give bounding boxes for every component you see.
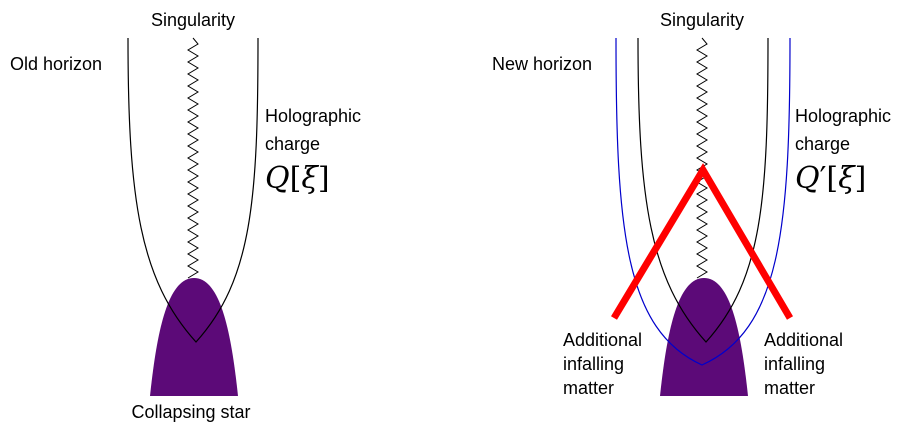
right-charge-open-bracket: [ — [826, 161, 838, 196]
left-charge-label-line1: Holographic — [265, 106, 361, 126]
right-matter-label-line1: Additional — [764, 330, 843, 350]
left-singularity-label: Singularity — [151, 10, 235, 30]
right-charge-label-line2: charge — [795, 134, 850, 154]
right-old-horizon-curve — [637, 37, 769, 343]
right-charge-close-bracket: ] — [855, 161, 867, 196]
left-matter-label-line2: infalling — [563, 354, 624, 374]
right-panel: Singularity New horizon Holographic char… — [492, 10, 891, 398]
left-collapsing-star-label: Collapsing star — [131, 402, 250, 422]
right-matter-label-line3: matter — [764, 378, 815, 398]
left-charge-label-line2: charge — [265, 134, 320, 154]
left-matter-label-line1: Additional — [563, 330, 642, 350]
left-old-horizon-label: Old horizon — [10, 54, 102, 74]
right-charge-label-line1: Holographic — [795, 106, 891, 126]
left-panel: Singularity Old horizon Holographic char… — [10, 10, 361, 422]
left-charge-close-bracket: ] — [318, 161, 330, 196]
left-charge-open-bracket: [ — [290, 161, 302, 196]
left-charge-argument: ξ — [301, 161, 319, 196]
left-collapsing-star — [150, 278, 238, 396]
right-charge-argument: ξ — [838, 161, 856, 196]
left-singularity-zigzag — [187, 37, 199, 279]
left-charge-formula: Q[ξ] — [265, 161, 330, 196]
right-singularity-zigzag — [696, 37, 708, 279]
right-charge-formula: Q′[ξ] — [795, 161, 866, 196]
right-matter-label-line2: infalling — [764, 354, 825, 374]
right-new-horizon-label: New horizon — [492, 54, 592, 74]
left-matter-label-line3: matter — [563, 378, 614, 398]
left-old-horizon-curve — [127, 37, 259, 343]
right-singularity-label: Singularity — [660, 10, 744, 30]
infalling-matter-shell — [611, 163, 794, 320]
right-charge-symbol: Q — [795, 161, 820, 196]
right-charge-prime: ′ — [820, 161, 827, 196]
left-charge-symbol: Q — [265, 161, 290, 196]
right-collapsing-star — [660, 278, 748, 396]
right-new-horizon-curve — [615, 37, 791, 366]
